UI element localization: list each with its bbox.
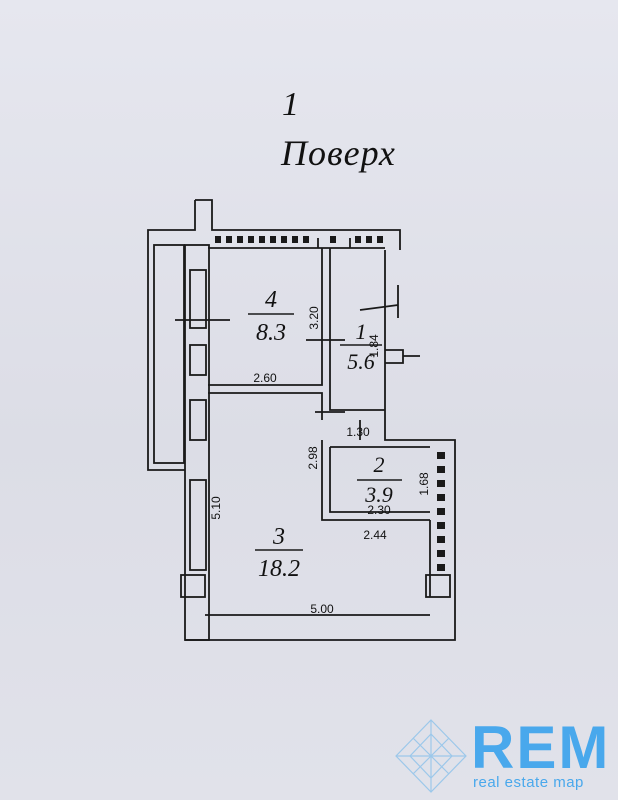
window-left-3	[189, 399, 207, 441]
top-outer-wall	[195, 199, 401, 250]
floor-label: Поверх	[281, 133, 396, 173]
dim-room-2-width: 2.30	[367, 503, 391, 517]
room-1-bottom-wall	[329, 385, 385, 411]
balcony-inner-wall	[153, 244, 185, 464]
balcony-outer-wall	[147, 200, 196, 471]
dim-room-2-height: 1.68	[417, 472, 431, 496]
rem-logo-icon	[395, 719, 467, 793]
room-2-outer-wall	[321, 440, 430, 521]
dim-room-4-width: 2.60	[253, 371, 277, 385]
room-1-area: 5.6	[347, 349, 375, 374]
column-left	[180, 574, 206, 598]
room-2-number: 2	[374, 452, 385, 477]
right-outer-wall	[384, 250, 456, 600]
window-left-4	[189, 479, 207, 571]
room-4-area: 8.3	[256, 320, 286, 346]
room-3-number: 3	[272, 524, 285, 550]
room-3-area: 18.2	[258, 556, 300, 582]
room-1-number: 1	[356, 319, 367, 344]
vent-stub	[385, 349, 404, 364]
rem-tagline: real estate map	[473, 774, 584, 791]
rem-watermark: REM real estate map	[392, 714, 618, 800]
room-4-number: 4	[265, 287, 277, 313]
top-vent-marks	[317, 238, 351, 248]
room-2-inner-wall	[329, 447, 430, 513]
window-left-2	[189, 344, 207, 376]
dim-room-4-height: 3.20	[307, 306, 321, 330]
room-3-top-wall	[208, 392, 323, 398]
bottom-outer-wall	[185, 600, 456, 641]
dim-room-3-height: 5.10	[209, 496, 223, 520]
dim-room-3-right: 2.44	[363, 528, 387, 542]
dim-room-3-upper: 2.98	[306, 446, 320, 470]
dim-room-1-width: 1.30	[346, 425, 370, 439]
room-2-area: 3.9	[364, 482, 393, 507]
rem-brand: REM	[471, 714, 611, 781]
dim-room-1-height: 1.84	[367, 334, 381, 358]
window-left-1	[189, 269, 207, 329]
dim-room-3-width: 5.00	[310, 602, 334, 616]
column-right	[425, 574, 451, 598]
wall-hatching	[215, 236, 445, 571]
door-mark-1-right	[359, 285, 399, 318]
room-4-walls	[208, 248, 323, 386]
floor-number: 1	[282, 86, 299, 123]
